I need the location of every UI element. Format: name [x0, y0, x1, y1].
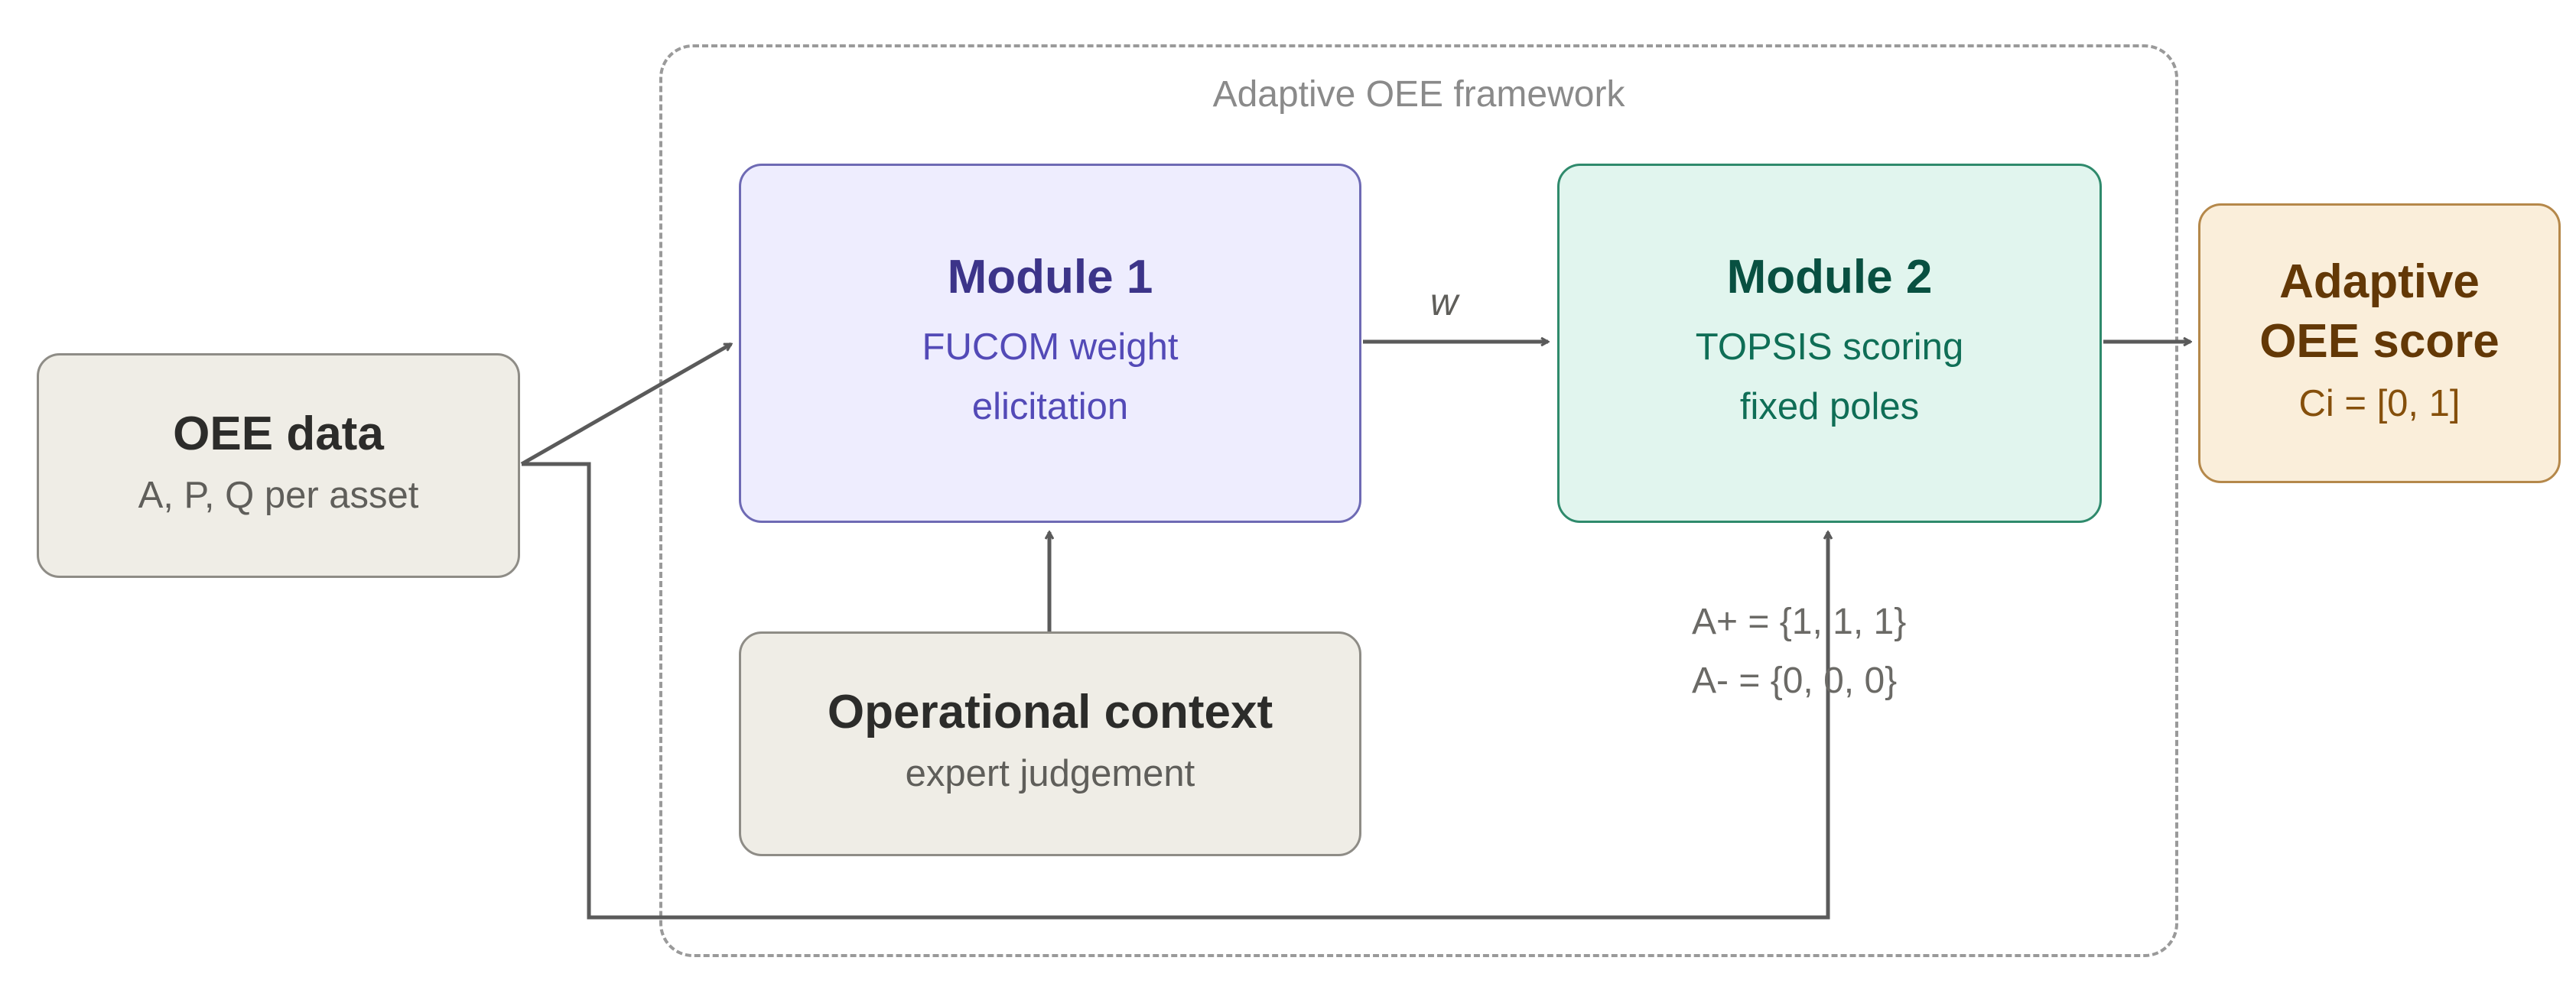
oee-data-title: OEE data: [173, 407, 384, 460]
module-1-node: Module 1 FUCOM weight elicitation: [739, 164, 1361, 523]
oee-data-subtitle: A, P, Q per asset: [138, 475, 419, 516]
module-2-node: Module 2 TOPSIS scoring fixed poles: [1557, 164, 2102, 523]
framework-boundary: [659, 44, 2178, 957]
module-2-line2: fixed poles: [1739, 386, 1920, 428]
output-title-line1: Adaptive: [2279, 255, 2480, 309]
module-1-title: Module 1: [947, 251, 1153, 304]
anti-ideal-pole: A- = {0, 0, 0}: [1692, 660, 1898, 701]
arrow-oee-to-module2: [522, 462, 1828, 920]
operational-context-title: Operational context: [827, 685, 1273, 738]
arrow-oee-to-module1: [520, 342, 731, 466]
framework-label: Adaptive OEE framework: [1212, 74, 1625, 115]
output-title-line2: OEE score: [2259, 314, 2500, 368]
adaptive-oee-score-node: Adaptive OEE score Ci = [0, 1]: [2198, 203, 2561, 483]
ideal-pole: A+ = {1, 1, 1}: [1692, 602, 1907, 642]
output-subtitle: Ci = [0, 1]: [2298, 383, 2461, 425]
module-2-line1: TOPSIS scoring: [1695, 326, 1964, 368]
module-1-line2: elicitation: [971, 386, 1129, 428]
weights-edge-label: w: [1430, 281, 1459, 323]
oee-data-node: OEE data A, P, Q per asset: [37, 353, 520, 578]
module-1-line1: FUCOM weight: [922, 326, 1179, 368]
operational-context-subtitle: expert judgement: [905, 753, 1195, 794]
topsis-poles: A+ = {1, 1, 1} A- = {0, 0, 0}: [1692, 593, 1906, 711]
module-2-title: Module 2: [1726, 251, 1933, 304]
operational-context-node: Operational context expert judgement: [739, 631, 1361, 856]
